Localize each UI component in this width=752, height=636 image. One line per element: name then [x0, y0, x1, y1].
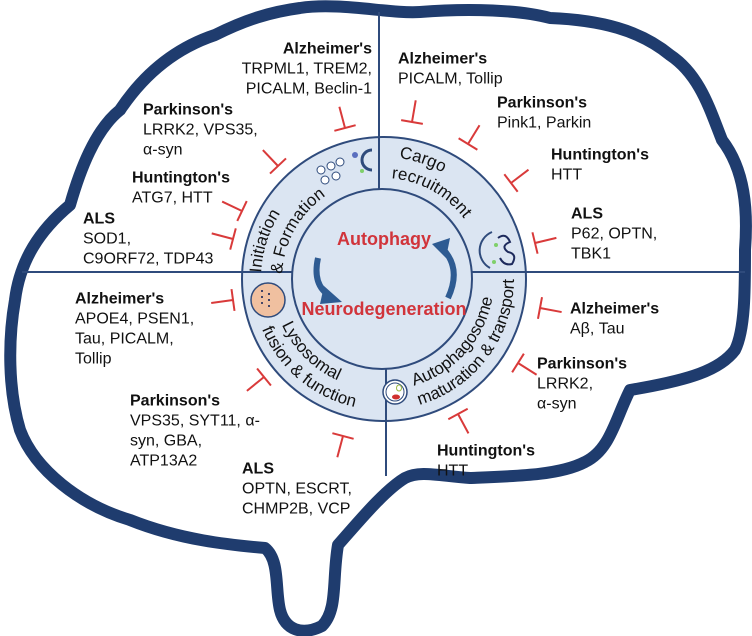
disease-name: Huntington's [132, 170, 230, 187]
disease-name: Alzheimer's [398, 51, 487, 68]
inhibition-icon [531, 232, 557, 254]
inhibition-icon [221, 200, 248, 222]
cycle-arrow-icon [432, 238, 457, 300]
gene-list-line: VPS35, SYT11, α- [130, 413, 260, 430]
gene-list-line: LRRK2, VPS35, [143, 122, 258, 139]
disease-name: Huntington's [551, 147, 649, 164]
gene-list-line: PICALM, Tollip [398, 71, 503, 88]
disease-name: Alzheimer's [570, 301, 659, 318]
gene-list-line: α-syn [537, 396, 576, 413]
disease-group: ALS SOD1, C9ORF72, TDP43 [83, 211, 214, 268]
gene-list-line: APOE4, PSEN1, [75, 311, 194, 328]
gene-list-line: PICALM, Beclin-1 [246, 81, 372, 98]
autophagy-label: Autophagy [337, 229, 431, 249]
disease-name: Parkinson's [537, 356, 627, 373]
gene-list-line: Aβ, Tau [570, 321, 625, 338]
phagophore-vesicles-icon [316, 157, 345, 185]
inhibition-icon [262, 149, 287, 175]
inhibition-icon [211, 288, 236, 312]
disease-name: Parkinson's [143, 102, 233, 119]
gene-list-line: OPTN, ESCRT, [242, 481, 352, 498]
inhibitor-symbols [211, 100, 562, 458]
disease-group: Alzheimer'sAβ, Tau [570, 301, 659, 338]
cargo-receptor-icon [352, 148, 373, 173]
inhibition-icon [211, 228, 237, 250]
center-circle [291, 188, 473, 370]
disease-name: Alzheimer's [283, 41, 372, 58]
gene-list-line: Tollip [75, 351, 112, 368]
autophagosome-icon [382, 379, 408, 405]
inhibition-icon [400, 100, 424, 125]
lysosome-icon [250, 282, 286, 318]
gene-list-line: α-syn [143, 142, 182, 159]
disease-name: Alzheimer's [75, 291, 164, 308]
gene-list-line: CHMP2B, VCP [242, 501, 350, 518]
disease-name: ALS [242, 461, 274, 478]
disease-name: Parkinson's [130, 393, 220, 410]
cycle-arrows [313, 238, 457, 304]
disease-name: ALS [571, 206, 603, 223]
stage-icons [250, 148, 516, 405]
inhibition-icon [334, 106, 356, 132]
cycle-arrow-icon [313, 257, 342, 304]
inhibition-icon [458, 124, 481, 151]
gene-list-line: HTT [437, 463, 468, 480]
gene-list-line: Pink1, Parkin [497, 115, 591, 132]
disease-name: Parkinson's [497, 95, 587, 112]
gene-list-line: Tau, PICALM, [75, 331, 174, 348]
inhibition-icon [246, 367, 272, 392]
gene-list-line: LRRK2, [537, 376, 593, 393]
inhibition-icon [447, 407, 470, 434]
brain-outline [4, 0, 752, 636]
inhibition-icon [332, 432, 354, 458]
gene-list-line: HTT [551, 167, 582, 184]
cargo-aggregate-icon [478, 231, 516, 269]
gene-list-line: C9ORF72, TDP43 [83, 251, 214, 268]
disease-name: Huntington's [437, 443, 535, 460]
disease-group: ALS P62, OPTN, TBK1 [571, 206, 657, 263]
gene-list-line: TRPML1, TREM2, [242, 61, 372, 78]
gene-list-line: ATG7, HTT [132, 190, 213, 207]
inhibition-icon [536, 297, 562, 319]
neurodegeneration-label: Neurodegeneration [301, 299, 466, 319]
gene-list-line: SOD1, [83, 231, 131, 248]
disease-group: ALS OPTN, ESCRT, CHMP2B, VCP [242, 461, 352, 518]
gene-list-line: P62, OPTN, [571, 226, 657, 243]
inhibition-icon [503, 168, 530, 193]
gene-list-line: syn, GBA, [130, 433, 202, 450]
gene-list-line: ATP13A2 [130, 453, 197, 470]
gene-list-line: TBK1 [571, 246, 611, 263]
disease-name: ALS [83, 211, 115, 228]
inhibition-icon [511, 353, 538, 376]
